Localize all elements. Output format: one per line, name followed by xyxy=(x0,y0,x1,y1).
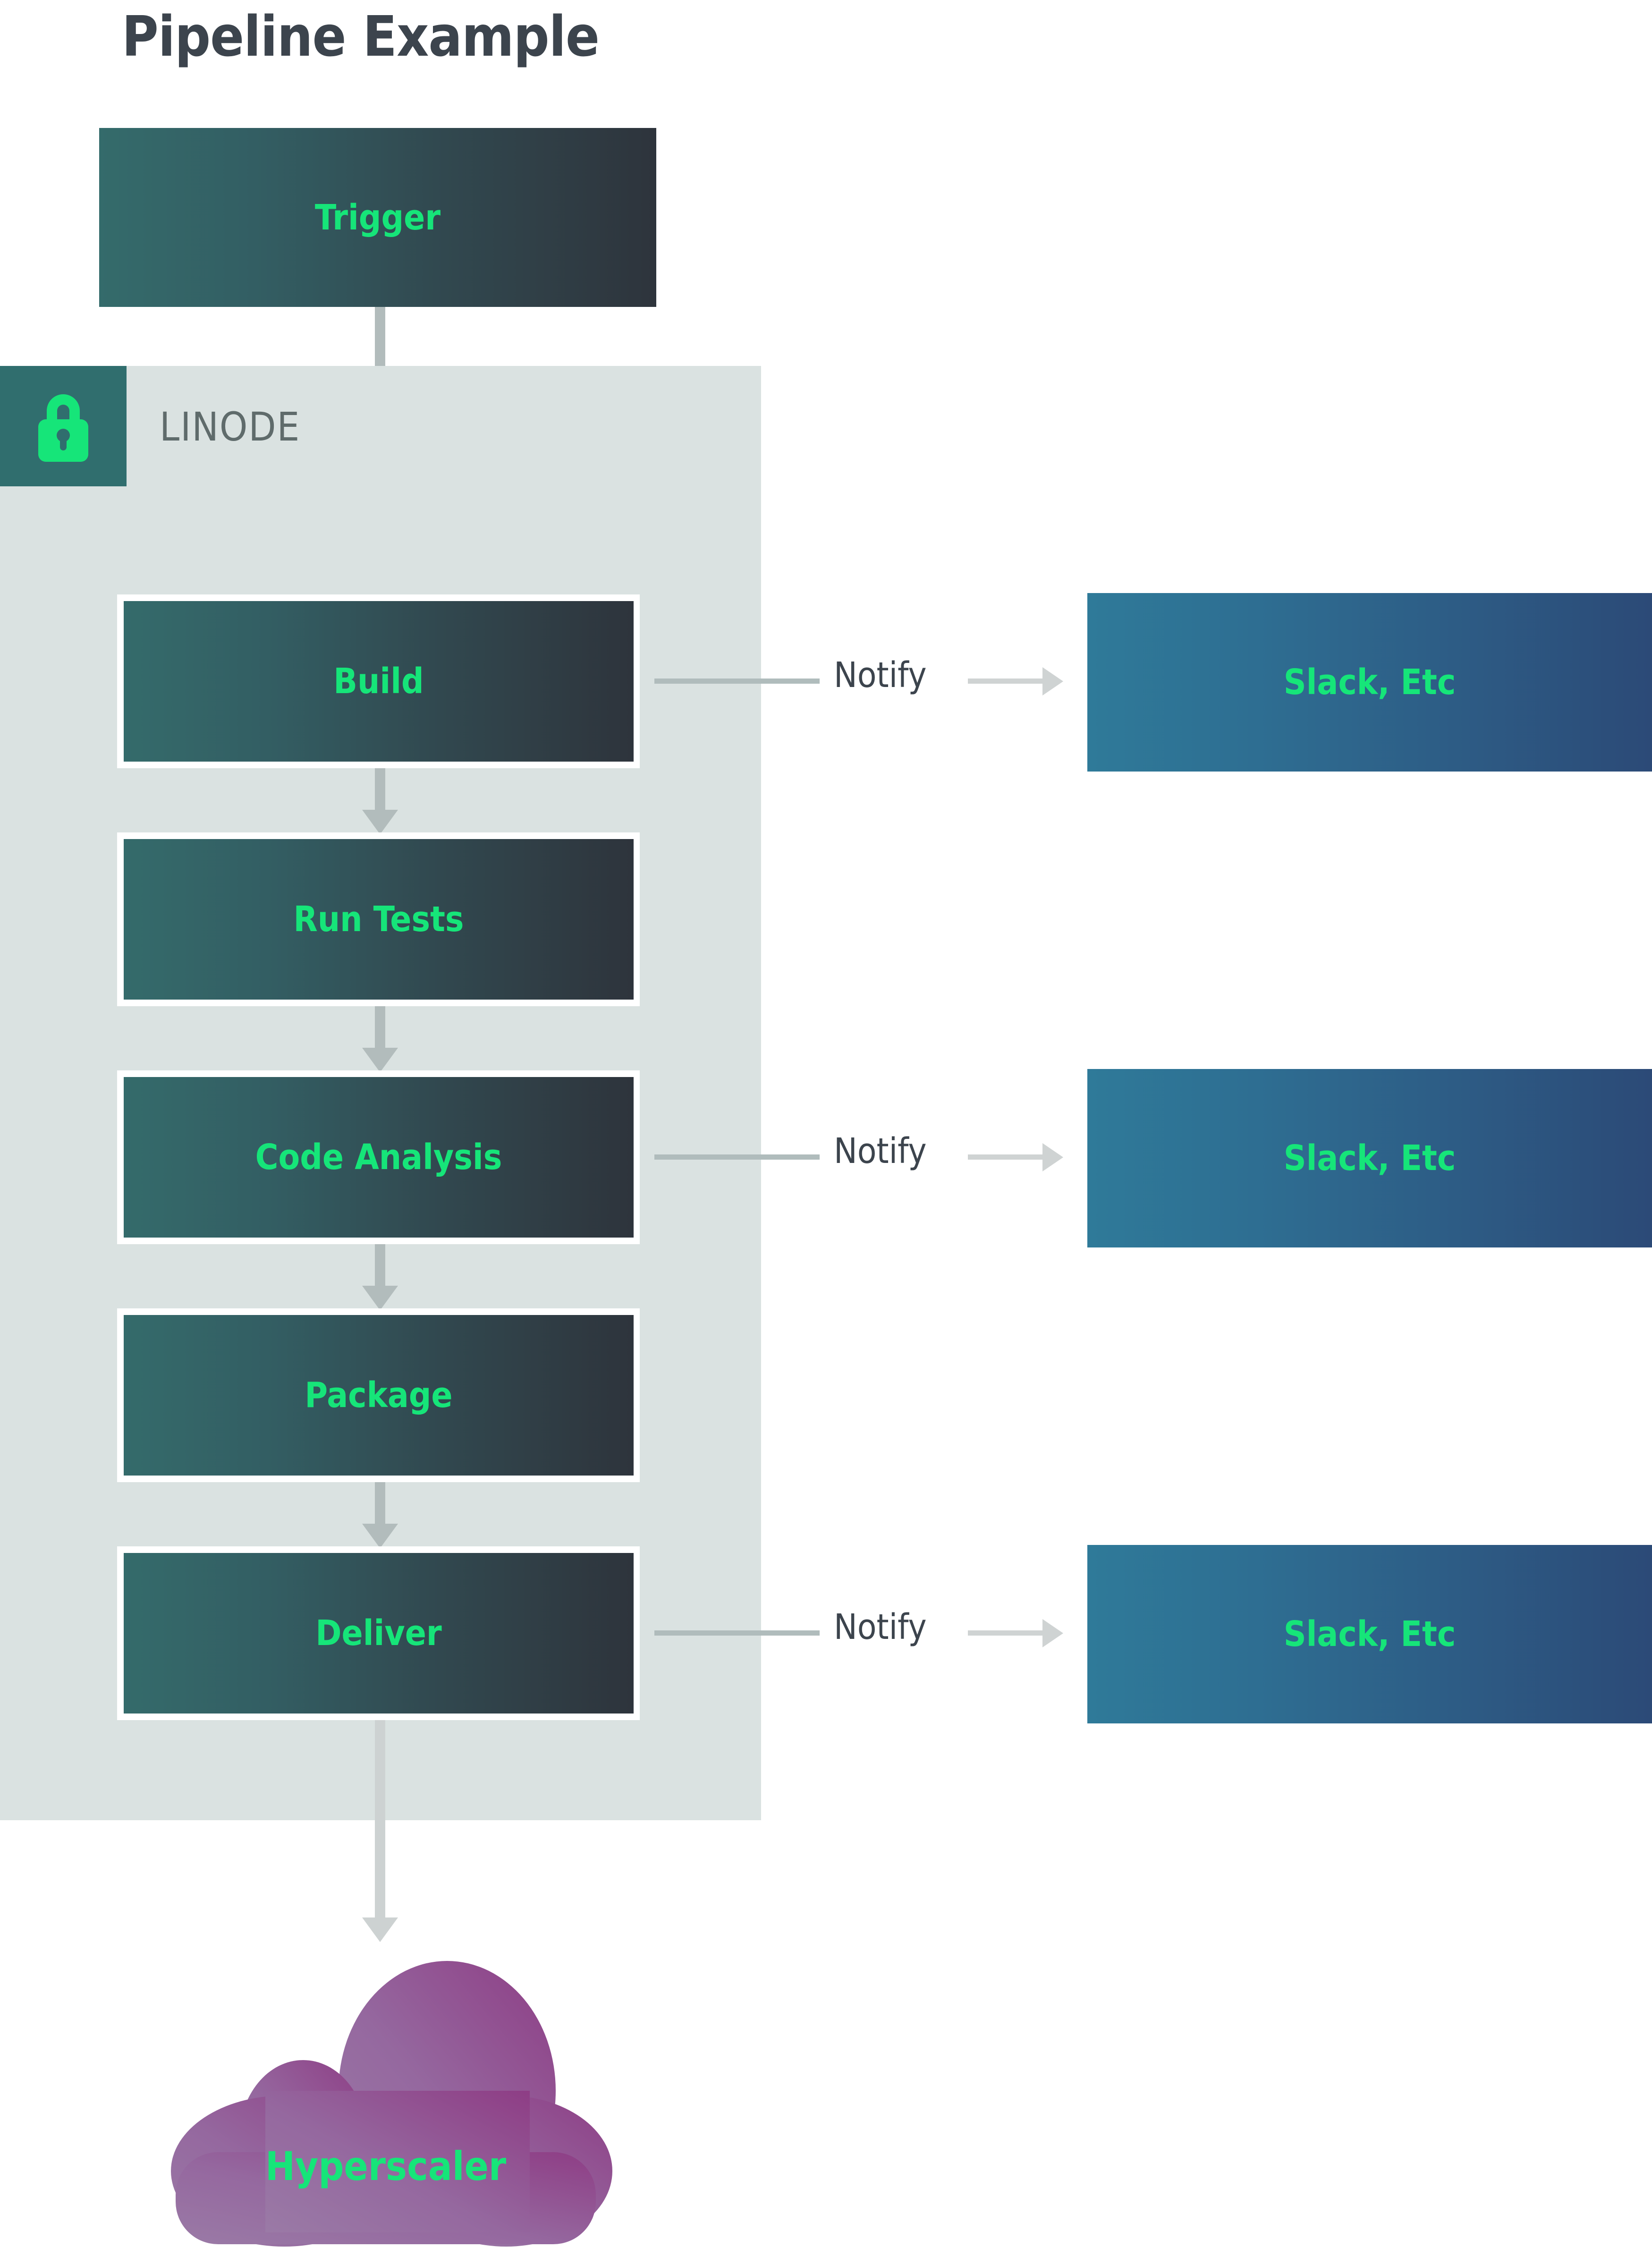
notify-line-build xyxy=(654,679,820,684)
connector-shaft xyxy=(375,1720,385,1917)
hyperscaler-node[interactable]: Hyperscaler xyxy=(147,1949,624,2247)
notify-target-label: Slack, Etc xyxy=(1283,1614,1456,1654)
notify-target-slack-2[interactable]: Slack, Etc xyxy=(1087,1069,1652,1247)
arrowhead-icon xyxy=(1042,1619,1063,1647)
cloud-shape xyxy=(171,1961,612,2247)
stage-trigger[interactable]: Trigger xyxy=(99,128,656,307)
notify-target-label: Slack, Etc xyxy=(1283,662,1456,703)
notify-arrow-deliver xyxy=(968,1619,1063,1647)
stage-deliver[interactable]: Deliver xyxy=(124,1553,634,1714)
lock-icon xyxy=(38,394,88,462)
notify-label-codeanalysis: Notify xyxy=(834,1131,927,1171)
page-title: Pipeline Example xyxy=(122,4,600,69)
notify-target-slack-1[interactable]: Slack, Etc xyxy=(1087,593,1652,772)
stage-codeanalysis-label: Code Analysis xyxy=(255,1137,502,1178)
connector-runtests-to-codeanalysis xyxy=(362,1006,398,1072)
hyperscaler-label: Hyperscaler xyxy=(265,2143,507,2189)
notify-line-codeanalysis xyxy=(654,1154,820,1160)
connector-deliver-to-hyperscaler xyxy=(362,1720,398,1942)
notify-arrow-codeanalysis xyxy=(968,1143,1063,1171)
arrowhead-icon xyxy=(362,1286,398,1310)
linode-group-label: LINODE xyxy=(160,404,301,450)
stage-codeanalysis[interactable]: Code Analysis xyxy=(124,1077,634,1238)
connector-shaft xyxy=(375,1006,385,1048)
connector-shaft xyxy=(375,1482,385,1524)
arrowhead-icon xyxy=(362,1524,398,1548)
arrowhead-icon xyxy=(362,810,398,834)
stage-trigger-label: Trigger xyxy=(314,197,441,238)
stage-package-label: Package xyxy=(305,1375,453,1416)
stage-runtests-label: Run Tests xyxy=(293,899,464,940)
connector-package-to-deliver xyxy=(362,1482,398,1548)
linode-badge xyxy=(0,366,127,486)
notify-label-build: Notify xyxy=(834,655,927,696)
arrowhead-icon xyxy=(1042,1143,1063,1171)
arrowhead-icon xyxy=(1042,667,1063,696)
connector-shaft xyxy=(375,768,385,810)
stage-deliver-label: Deliver xyxy=(315,1613,442,1654)
arrowhead-icon xyxy=(362,1917,398,1942)
stage-package[interactable]: Package xyxy=(124,1315,634,1476)
notify-target-label: Slack, Etc xyxy=(1283,1138,1456,1179)
connector-build-to-runtests xyxy=(362,768,398,834)
stage-build[interactable]: Build xyxy=(124,601,634,762)
arrowhead-icon xyxy=(362,1048,398,1072)
notify-line-deliver xyxy=(654,1630,820,1636)
stage-runtests[interactable]: Run Tests xyxy=(124,839,634,1000)
notify-target-slack-3[interactable]: Slack, Etc xyxy=(1087,1545,1652,1723)
notify-arrow-build xyxy=(968,667,1063,696)
notify-label-deliver: Notify xyxy=(834,1607,927,1647)
connector-shaft xyxy=(375,1244,385,1286)
connector-codeanalysis-to-package xyxy=(362,1244,398,1310)
stage-build-label: Build xyxy=(333,661,424,702)
